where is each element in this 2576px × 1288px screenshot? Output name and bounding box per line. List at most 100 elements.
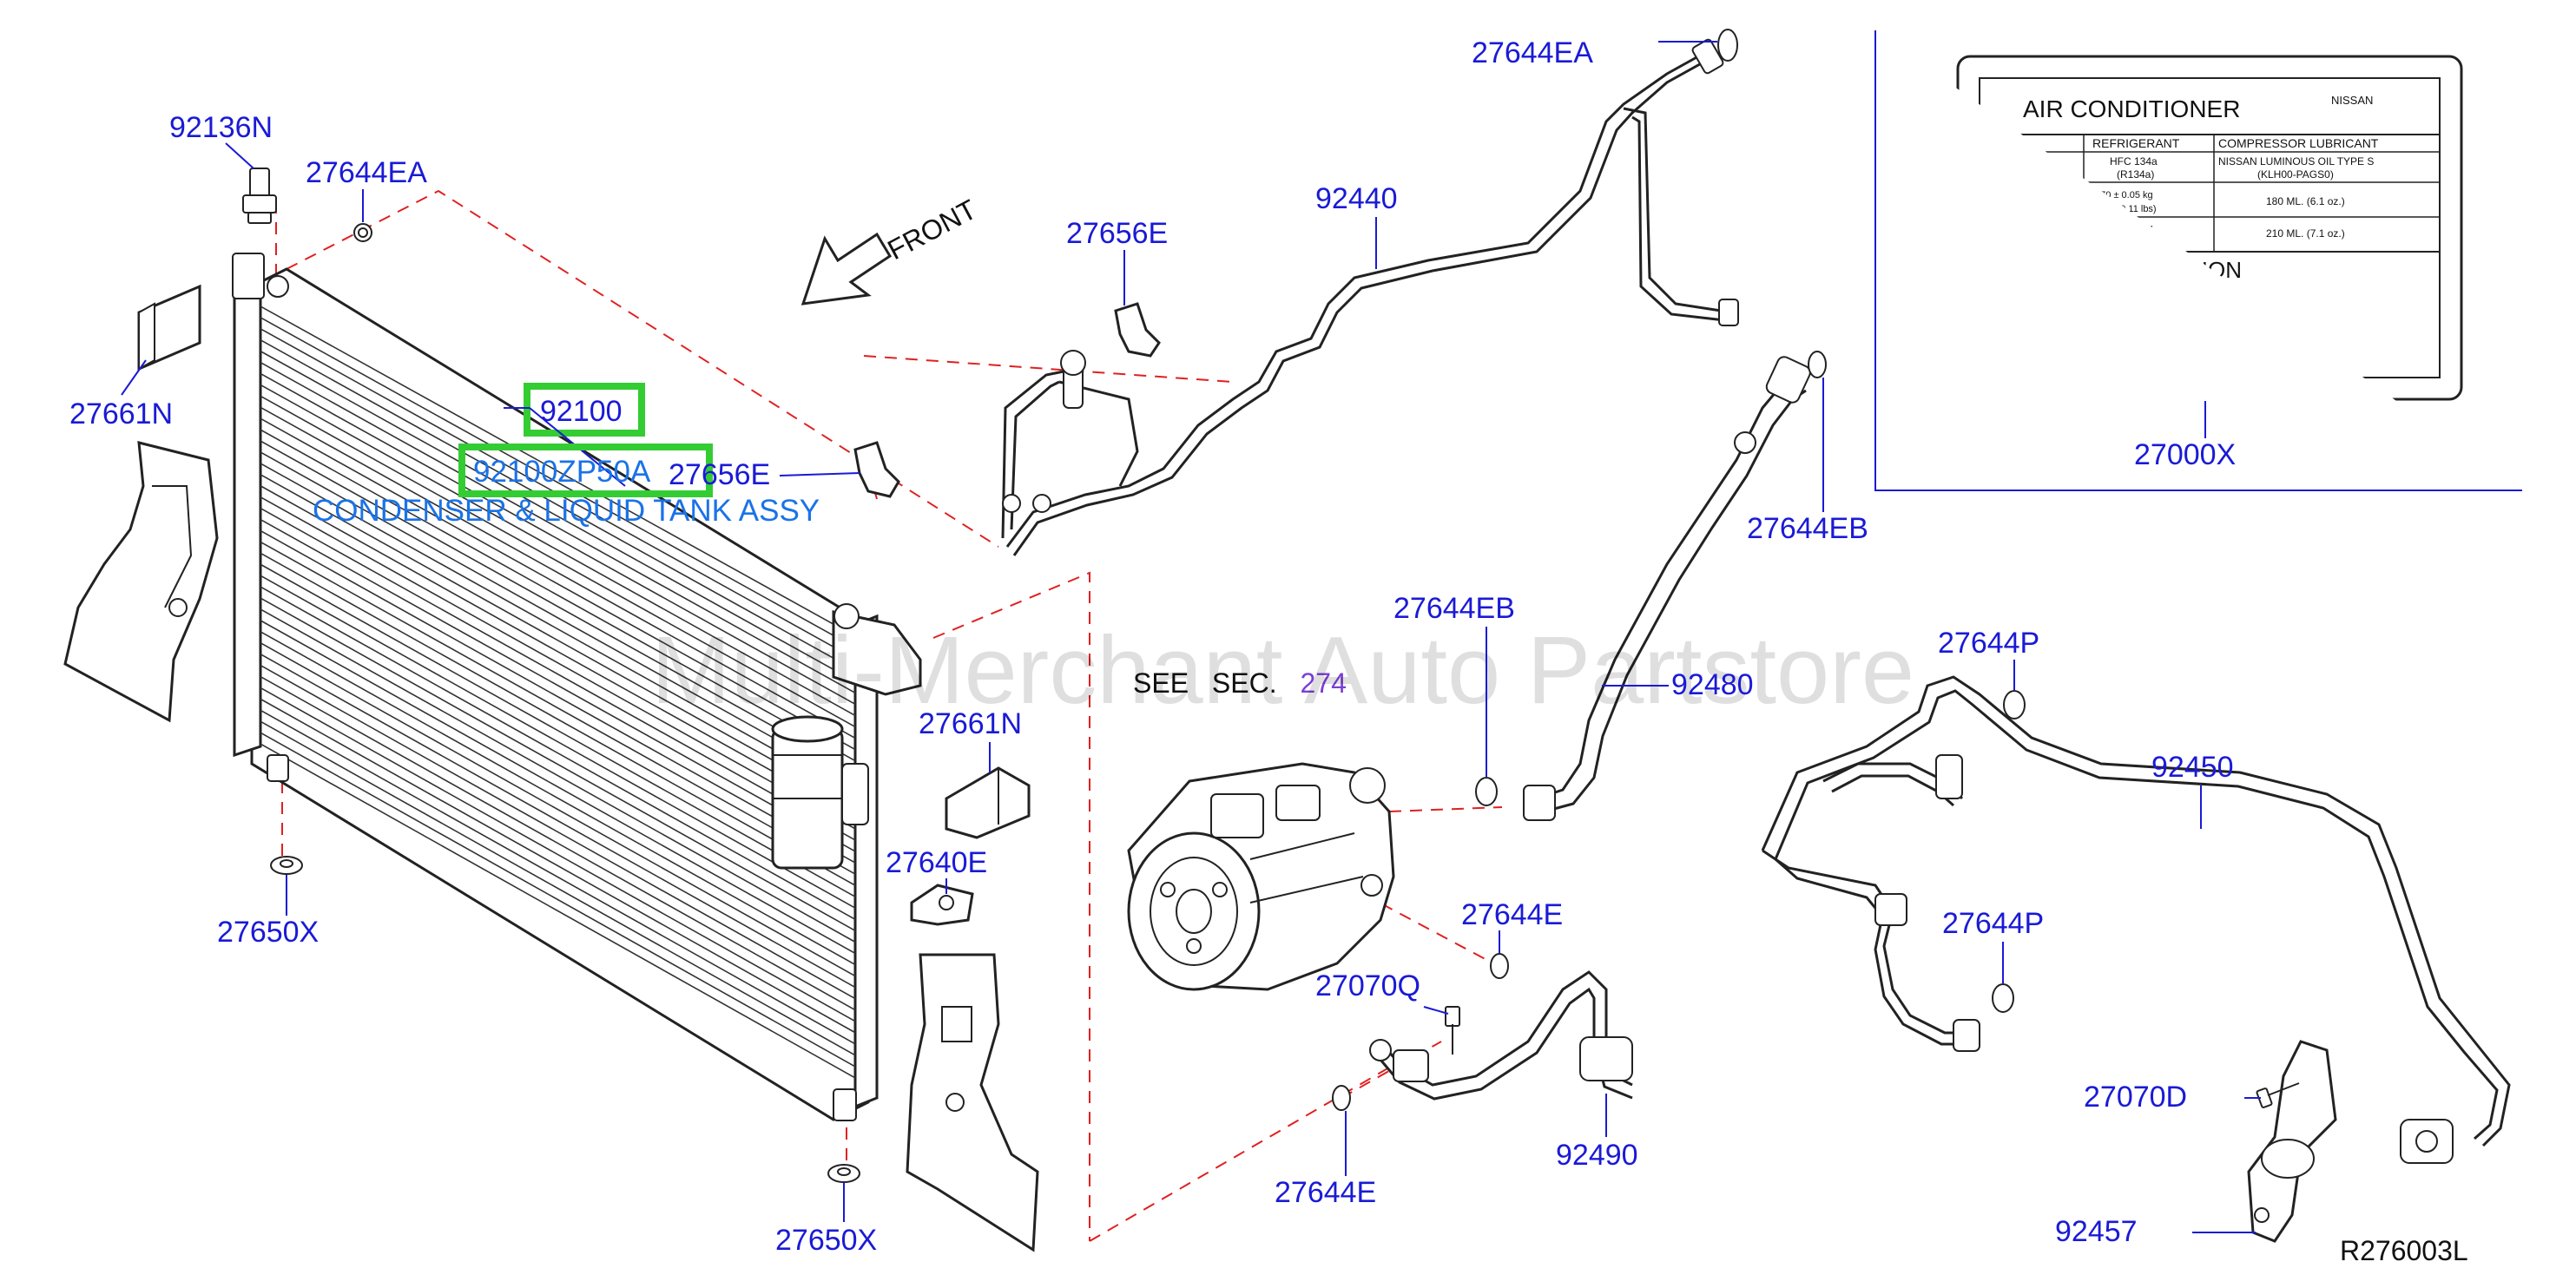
air-guide-right[interactable] (906, 953, 1039, 1252)
svg-text:27656E[interactable]: 27656E (1066, 217, 1168, 250)
clip-27656e-upper[interactable] (1114, 302, 1161, 358)
highlighted-part-92100[interactable]: 92100 92100ZP50A CONDENSER & LIQUID TANK… (313, 383, 820, 528)
condenser-fin-line (260, 653, 856, 989)
callout-27656e-upper[interactable]: 27656E (1066, 217, 1168, 306)
callout-92440[interactable]: 92440 (1315, 182, 1398, 269)
callout-27650x-bottom[interactable]: 27650X (775, 1182, 877, 1257)
callout-27644e-upper[interactable]: 27644E (1461, 898, 1563, 953)
callout-92457[interactable]: 92457 (2055, 1215, 2256, 1248)
low-pressure-hose-92480[interactable] (1523, 355, 1812, 821)
svg-text:92136N[interactable]: 92136N (169, 111, 273, 144)
svg-text:27070D[interactable]: 27070D (2084, 1081, 2187, 1114)
svg-text:92457[interactable]: 92457 (2055, 1215, 2138, 1248)
bolt-27070q[interactable] (1445, 1006, 1460, 1055)
condenser-fin-line (260, 306, 856, 637)
callout-27644eb-lower[interactable]: 27644EB (1393, 592, 1515, 777)
diagram-code: R276003L (2340, 1235, 2468, 1266)
svg-text:27644EA[interactable]: 27644EA (1472, 36, 1593, 69)
condenser-fin-line (260, 675, 856, 1011)
bushing-27650x-left[interactable] (270, 856, 303, 875)
clip-27656e-lower[interactable] (853, 441, 900, 498)
condenser-liquid-tank-assy[interactable] (232, 253, 922, 1121)
high-pressure-pipe-92440[interactable] (1001, 38, 1739, 556)
condenser-fin-line (260, 317, 856, 648)
callout-27656e-lower[interactable]: 27656E (669, 458, 860, 491)
callout-27644ea-left[interactable]: 27644EA (306, 156, 427, 222)
svg-text:27644E[interactable]: 27644E (1275, 1176, 1376, 1209)
svg-text:27644EA[interactable]: 27644EA (306, 156, 427, 189)
compressor[interactable] (1127, 762, 1395, 991)
svg-text:27644E[interactable]: 27644E (1461, 898, 1563, 931)
condenser-fin-line (260, 429, 856, 762)
o-ring-27644p-lower[interactable] (1992, 983, 2014, 1013)
o-ring-27644ea-top[interactable] (1717, 29, 1738, 62)
callout-92490[interactable]: 92490 (1556, 1094, 1638, 1172)
callout-27650x-left[interactable]: 27650X (217, 875, 319, 949)
condenser-fin-line (260, 507, 856, 841)
o-ring-27644ea-left[interactable] (353, 223, 372, 242)
cooler-pipe-92450[interactable] (1761, 675, 2511, 1164)
callout-27644p-upper[interactable]: 27644P (1938, 627, 2039, 690)
svg-text:27650X[interactable]: 27650X (217, 916, 319, 949)
svg-text:27070Q[interactable]: 27070Q (1315, 969, 1420, 1002)
discharge-hose-92490[interactable] (1369, 970, 1633, 1101)
callout-27644ea-top[interactable]: 27644EA (1472, 36, 1717, 69)
seal-27661n-middle[interactable] (945, 766, 1031, 839)
callout-27644eb-upper[interactable]: 27644EB (1747, 378, 1868, 545)
svg-text:92440[interactable]: 92440 (1315, 182, 1398, 215)
o-ring-27644eb-lower[interactable] (1475, 777, 1498, 806)
svg-text:27000X[interactable]: 27000X (2134, 438, 2236, 471)
callout-27070d[interactable]: 27070D (2084, 1081, 2261, 1114)
ac-label-refrigerant-part: (R134a) (2117, 168, 2154, 181)
svg-text:27661N[interactable]: 27661N (69, 398, 173, 430)
ac-label-col-refrigerant: REFRIGERANT (2092, 136, 2180, 150)
liquid-tank (771, 715, 869, 870)
highlight-part-number[interactable]: 92100 (540, 395, 623, 428)
callout-27640e[interactable]: 27640E (886, 846, 987, 894)
svg-text:27644EB[interactable]: 27644EB (1747, 512, 1868, 545)
condenser-fin-line (260, 552, 856, 886)
callout-92480[interactable]: 92480 (1602, 668, 1754, 701)
see-sec: SEC. (1212, 667, 1277, 699)
condenser-fin-line (260, 586, 856, 920)
callout-27661n-middle[interactable]: 27661N (919, 707, 1022, 772)
bracket-27640e[interactable] (910, 884, 974, 926)
front-label: FRONT (882, 194, 981, 266)
bolt-27070d[interactable] (2256, 1082, 2300, 1108)
highlight-oem-number[interactable]: 92100ZP50A (473, 455, 651, 489)
callout-27000x[interactable]: 27000X (2134, 401, 2236, 471)
svg-text:27656E[interactable]: 27656E (669, 458, 770, 491)
o-ring-27644p-upper[interactable] (2003, 690, 2026, 720)
condenser-fin-line (260, 720, 856, 1056)
callout-27070q[interactable]: 27070Q (1315, 969, 1449, 1015)
condenser-right-bracket (832, 610, 922, 696)
o-ring-27644eb-upper[interactable] (1808, 351, 1827, 378)
pressure-sensor-92136n[interactable] (242, 168, 277, 224)
svg-text:92490[interactable]: 92490 (1556, 1139, 1638, 1172)
svg-text:27644P[interactable]: 27644P (1942, 907, 2044, 940)
svg-text:92450[interactable]: 92450 (2151, 751, 2234, 784)
o-ring-27644e-upper[interactable] (1490, 953, 1509, 979)
svg-text:27640E[interactable]: 27640E (886, 846, 987, 879)
ac-label-brand: NISSAN (2331, 94, 2373, 107)
bracket-92457[interactable] (2247, 1040, 2337, 1243)
callout-27661n-left[interactable]: 27661N (69, 359, 173, 430)
air-guide-left[interactable] (63, 441, 219, 723)
callout-92136n[interactable]: 92136N (169, 111, 273, 169)
condenser-top-bracket (232, 253, 265, 299)
see-sec-number[interactable]: 274 (1301, 667, 1347, 699)
seal-27661n-left[interactable] (137, 284, 201, 371)
svg-text:27650X[interactable]: 27650X (775, 1224, 877, 1257)
o-ring-27644e-lower[interactable] (1332, 1085, 1351, 1111)
condenser-fins (260, 306, 856, 1079)
svg-text:27644EB[interactable]: 27644EB (1393, 592, 1515, 625)
callout-27644p-lower[interactable]: 27644P (1942, 907, 2044, 983)
see-section-reference[interactable]: SEE SEC. 274 (1133, 667, 1347, 699)
condenser-fin-line (260, 406, 856, 739)
svg-text:92480[interactable]: 92480 (1671, 668, 1754, 701)
svg-text:27644P[interactable]: 27644P (1938, 627, 2039, 660)
svg-text:27661N[interactable]: 27661N (919, 707, 1022, 740)
bushing-27650x-bottom[interactable] (827, 1164, 860, 1183)
callout-27644e-lower[interactable]: 27644E (1275, 1111, 1376, 1209)
callout-92450[interactable]: 92450 (2151, 751, 2234, 829)
